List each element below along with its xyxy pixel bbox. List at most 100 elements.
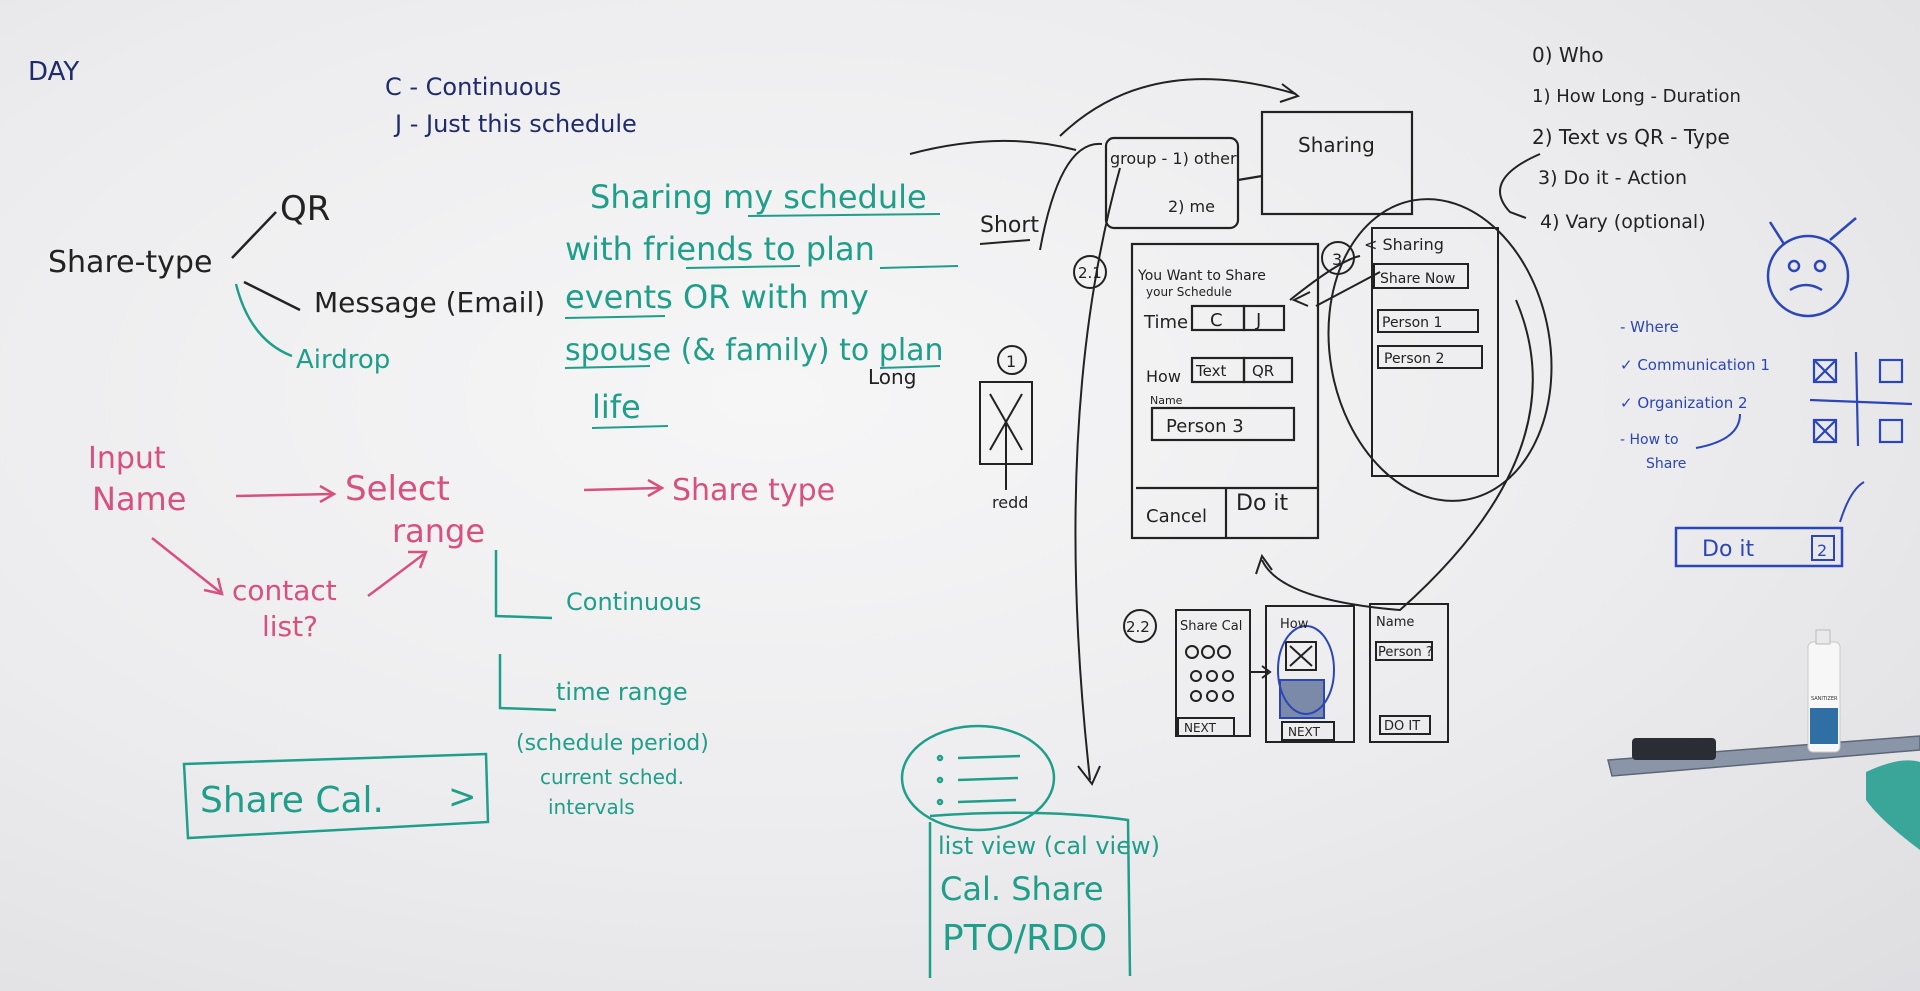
sharing-header: < Sharing	[1364, 235, 1444, 254]
screen-2-2-frames	[1175, 603, 1449, 743]
step1-number: 1	[1006, 352, 1016, 371]
question-0: 0) Who	[1532, 43, 1604, 67]
screen-title-1: You Want to Share	[1137, 268, 1266, 284]
do-it-2: DO IT	[1384, 719, 1420, 734]
airdrop-branch	[234, 283, 293, 358]
flow-input-2: Name	[92, 480, 186, 518]
bottle-label: SANITIZER	[1811, 696, 1838, 702]
sanitizer-bottle: SANITIZER	[1807, 629, 1841, 753]
screen-3-frame	[1255, 198, 1553, 612]
share-type-airdrop: Airdrop	[296, 345, 390, 375]
communication-item: ✓ Communication 1	[1620, 356, 1770, 374]
short-underline	[979, 239, 1031, 245]
time-j: J	[1255, 310, 1261, 331]
eraser	[1632, 738, 1716, 760]
legend-continuous: C - Continuous	[385, 73, 561, 101]
flow-contact-2: list?	[262, 610, 318, 643]
question-1: 1) How Long - Duration	[1532, 86, 1741, 107]
day-label: DAY	[28, 57, 79, 87]
teal-cloth	[1866, 760, 1920, 850]
group-box-sketch	[1104, 110, 1414, 230]
share-cal-frame	[182, 752, 490, 840]
person-2: Person 2	[1384, 351, 1444, 367]
goal-line-4: spouse (& family) to plan	[565, 333, 944, 368]
range-continuous: Continuous	[566, 588, 702, 616]
share-cal-chevron: >	[448, 777, 477, 817]
step1-circle	[997, 345, 1027, 375]
goal-line-3: events OR with my	[565, 278, 869, 316]
do-it-frame	[1674, 526, 1844, 568]
share-type-message: Message (Email)	[314, 286, 545, 319]
question-arrow	[1499, 153, 1541, 219]
group-text-2: 2) me	[1168, 197, 1215, 216]
group-text-1: group - 1) other	[1110, 149, 1237, 168]
share-now: Share Now	[1380, 271, 1455, 287]
next-2: NEXT	[1288, 725, 1321, 739]
flow-input-1: Input	[88, 441, 166, 476]
short-label: Short	[980, 213, 1039, 238]
flow-select-1: Select	[345, 469, 450, 509]
goal-line-5: life	[592, 388, 641, 426]
do-it-number: 2	[1817, 541, 1827, 560]
long-label: Long	[868, 365, 916, 389]
where-item: - Where	[1620, 318, 1679, 336]
share-cal-sketch: Share Cal. >	[182, 752, 490, 840]
organization-item: ✓ Organization 2	[1620, 394, 1748, 412]
range-time-range: time range	[556, 678, 688, 706]
step1-caption: redd	[992, 493, 1028, 512]
marker-tray: SANITIZER	[1607, 629, 1920, 777]
flow-arrows	[151, 478, 665, 597]
flow-select-2: range	[392, 512, 485, 550]
name-2-2: Name	[1376, 615, 1414, 630]
step2-1-number: 2.1	[1078, 264, 1102, 282]
share-type-root: Share-type	[48, 245, 212, 280]
how-to-share-1: - How to	[1620, 432, 1679, 448]
how-to-share-2: Share	[1646, 456, 1686, 472]
share-type-qr: QR	[280, 189, 330, 229]
person-q: Person ?	[1378, 645, 1433, 660]
smiley-doodle	[1766, 217, 1857, 318]
step2-2-circle	[1123, 609, 1157, 643]
do-it-button-sketch: Do it 2	[1674, 526, 1844, 568]
share-type-branches	[231, 211, 301, 312]
goal-line-2: with friends to plan	[565, 230, 875, 268]
range-intervals: intervals	[548, 795, 635, 819]
list-view-line-2: Cal. Share	[940, 870, 1104, 908]
do-it-num-box	[1811, 535, 1835, 561]
name-value: Person 3	[1166, 416, 1244, 437]
range-branches	[494, 550, 557, 712]
how-text: Text	[1195, 362, 1226, 380]
sharing-title: Sharing	[1298, 133, 1375, 157]
how-to-share-arrow	[1695, 413, 1741, 449]
step2-2-number: 2.2	[1126, 618, 1150, 636]
screen-title-2: your Schedule	[1146, 285, 1232, 299]
next-1: NEXT	[1184, 721, 1217, 735]
goal-statement: Sharing my schedule with friends to plan…	[564, 178, 959, 429]
flow-share-type: Share type	[672, 473, 835, 508]
share-cal-2-2: Share Cal	[1180, 619, 1242, 634]
wireframe-arrows	[909, 78, 1361, 786]
how-label: How	[1146, 367, 1181, 386]
question-2: 2) Text vs QR - Type	[1532, 125, 1730, 149]
person-1: Person 1	[1382, 315, 1442, 331]
qr-circle	[1277, 625, 1335, 715]
step2-1-circle	[1073, 255, 1107, 289]
list-view-line-3: PTO/RDO	[942, 918, 1107, 959]
qr-code-sketch	[1279, 679, 1325, 719]
list-view-line-1: list view (cal view)	[938, 832, 1160, 860]
question-4: 4) Vary (optional)	[1540, 211, 1706, 233]
do-it-text: Do it	[1702, 537, 1755, 562]
cancel-label: Cancel	[1146, 506, 1207, 527]
question-3: 3) Do it - Action	[1538, 167, 1687, 189]
do-it-label: Do it	[1236, 491, 1289, 516]
legend-just-this: J - Just this schedule	[393, 110, 637, 138]
goal-line-1: Sharing my schedule	[590, 178, 927, 216]
how-2-2: How	[1280, 617, 1309, 632]
step1-phone	[979, 381, 1033, 490]
range-current-sched: current sched.	[540, 765, 684, 789]
do-it-arrow	[1839, 481, 1865, 523]
list-view-sketch	[900, 724, 1132, 978]
share-cal-label: Share Cal.	[200, 780, 384, 821]
